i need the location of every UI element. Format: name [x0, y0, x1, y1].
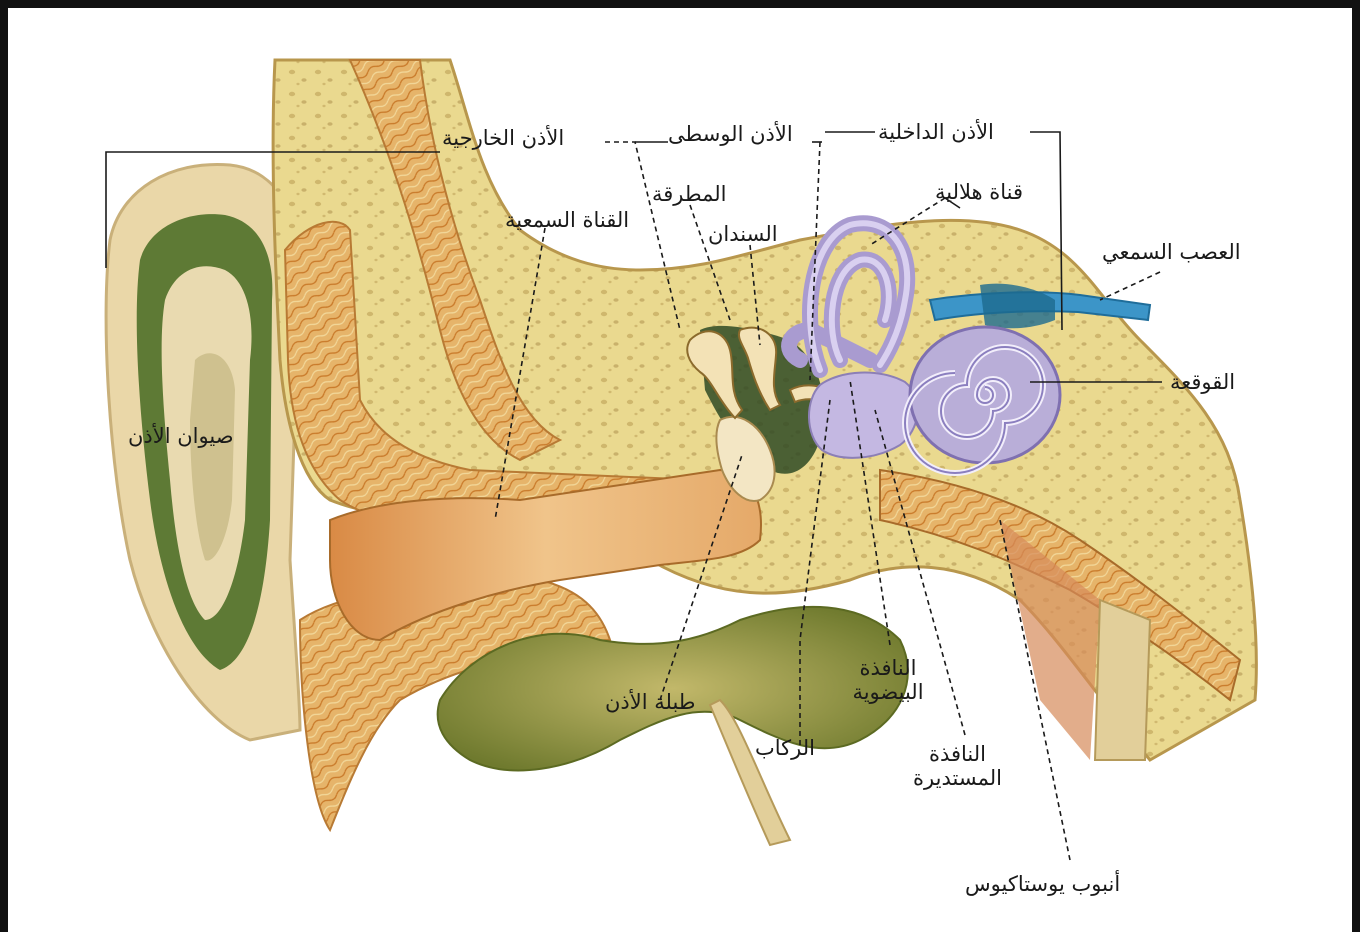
label-round-window-line2: المستديرة — [905, 766, 1010, 790]
label-incus: السندان — [708, 222, 778, 246]
label-eustachian-tube: أنبوب يوستاكيوس — [965, 872, 1120, 896]
label-eardrum: طبلة الأذن — [605, 690, 696, 714]
label-round-window-line1: النافذة — [905, 742, 1010, 766]
label-semicircular-canal: قناة هلالية — [935, 180, 1023, 204]
label-oval-window-line1: النافذة — [838, 656, 938, 680]
label-oval-window-line2: البيضوية — [838, 680, 938, 704]
label-inner-ear: الأذن الداخلية — [878, 120, 994, 144]
label-malleus: المطرقة — [652, 182, 726, 206]
vestibule-shape — [809, 373, 918, 458]
label-ear-canal: القناة السمعية — [505, 208, 629, 232]
label-oval-window: النافذة البيضوية — [838, 656, 938, 704]
label-middle-ear: الأذن الوسطى — [668, 122, 793, 146]
label-cochlea: القوقعة — [1170, 370, 1235, 394]
label-pinna: صيوان الأذن — [128, 424, 234, 448]
label-outer-ear: الأذن الخارجية — [442, 126, 564, 150]
label-stapes: الركاب — [755, 736, 815, 760]
pinna-shape — [106, 164, 300, 740]
label-auditory-nerve: العصب السمعي — [1102, 240, 1241, 264]
label-round-window: النافذة المستديرة — [905, 742, 1010, 790]
